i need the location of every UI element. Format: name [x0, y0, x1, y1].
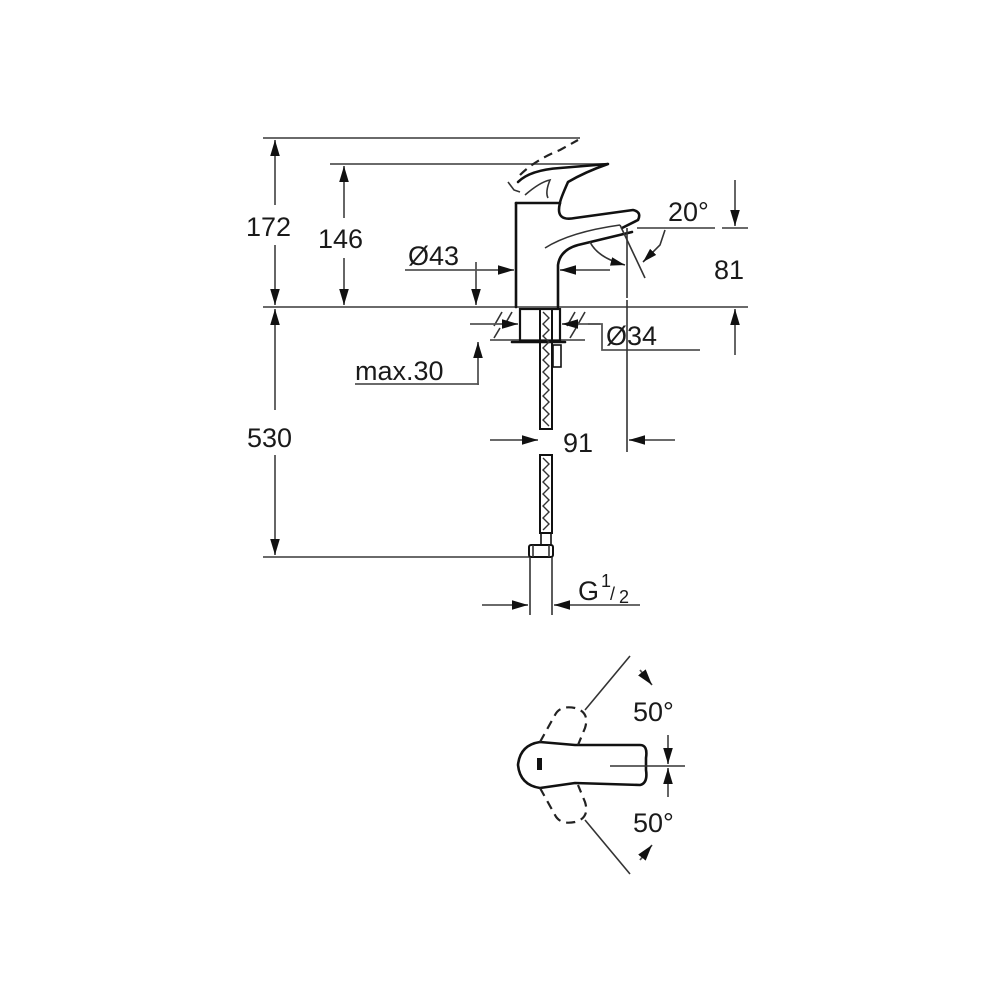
side-view: 172 146 Ø43	[246, 137, 748, 615]
label-81: 81	[714, 255, 744, 285]
dimension-max-30: max.30	[355, 342, 483, 386]
label-91: 91	[563, 428, 593, 458]
tap-body	[507, 139, 641, 309]
dimension-g-half: G 1 / 2	[482, 571, 640, 610]
dimension-angle-20: 20°	[589, 197, 715, 298]
label-diameter-43: Ø43	[408, 241, 459, 271]
supply-hose	[528, 308, 562, 615]
deck-section: Ø34	[470, 307, 700, 351]
dimension-diameter-43: Ø43	[405, 241, 610, 305]
label-thread-g: G	[578, 576, 599, 606]
dimension-81: 81	[714, 180, 748, 355]
dimension-530: 530	[247, 309, 292, 555]
top-view: 50° 50°	[516, 655, 685, 875]
label-146: 146	[318, 224, 363, 254]
label-thread-denominator: 2	[619, 587, 629, 607]
label-rotation-up-50: 50°	[633, 697, 674, 727]
dimension-146: 146	[318, 166, 363, 305]
label-angle-20: 20°	[668, 197, 709, 227]
dimension-172: 172	[246, 140, 291, 305]
label-max-30: max.30	[355, 356, 444, 386]
label-diameter-34: Ø34	[606, 321, 657, 351]
label-530: 530	[247, 423, 292, 453]
dimension-91: 91	[490, 300, 675, 458]
label-172: 172	[246, 212, 291, 242]
label-thread-slash: /	[610, 584, 615, 604]
label-thread-numerator: 1	[601, 571, 611, 591]
label-rotation-down-50: 50°	[633, 808, 674, 838]
